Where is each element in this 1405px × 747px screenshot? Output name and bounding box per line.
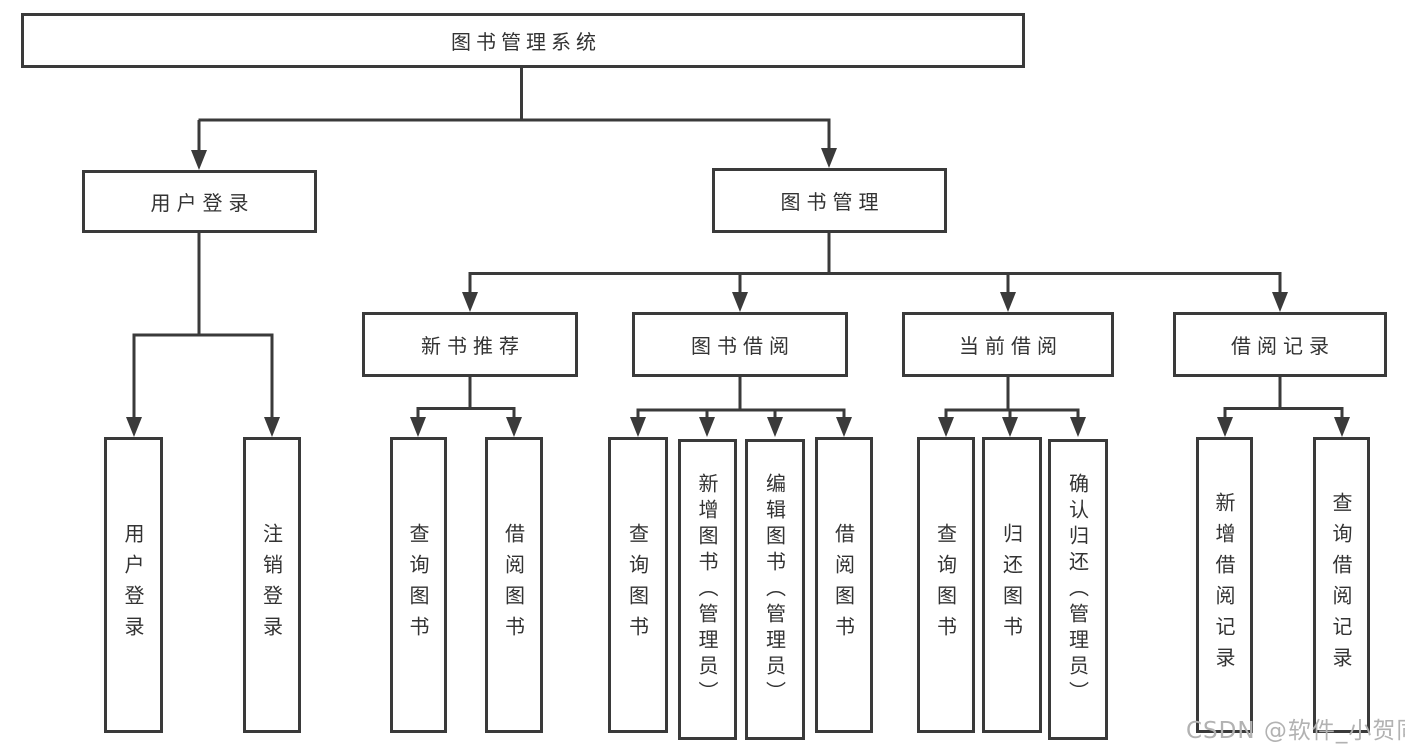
leaf-query-book-borrow: 查询图书 — [608, 437, 668, 733]
connector-current-borrow-subtree — [944, 377, 1080, 419]
connector-book-borrow-subtree — [636, 377, 846, 419]
arrowhead-root-to-level2 — [191, 148, 837, 170]
arrowhead-borrow-record-subtree — [1217, 417, 1350, 437]
leaf-query-book-borrow-label: 查询图书 — [625, 523, 650, 647]
leaf-borrow-book-rec: 借阅图书 — [485, 437, 543, 733]
node-book-borrow: 图书借阅 — [632, 312, 848, 377]
node-book-borrow-label: 图书借阅 — [691, 334, 795, 358]
node-new-book-rec-label: 新书推荐 — [421, 334, 525, 358]
leaf-add-book-admin-label: 新增图书（管理员） — [695, 472, 719, 707]
leaf-confirm-return-admin-label: 确认归还（管理员） — [1065, 472, 1090, 707]
node-current-borrow: 当前借阅 — [902, 312, 1114, 377]
connector-book-mgmt-branch — [468, 233, 1282, 293]
leaf-return-book: 归还图书 — [982, 437, 1042, 733]
leaf-add-borrow-record-label: 新增借阅记录 — [1212, 492, 1236, 678]
leaf-return-book-label: 归还图书 — [999, 523, 1024, 647]
node-borrow-record: 借阅记录 — [1173, 312, 1387, 377]
leaf-query-book-rec-label: 查询图书 — [406, 523, 430, 647]
connector-user-login-subtree — [132, 233, 274, 418]
leaf-edit-book-admin: 编辑图书（管理员） — [745, 439, 805, 740]
node-root: 图书管理系统 — [21, 13, 1025, 68]
leaf-borrow-book-label: 借阅图书 — [831, 523, 856, 647]
node-user-login-branch-label: 用户登录 — [150, 191, 255, 215]
leaf-user-login-label: 用户登录 — [121, 523, 145, 647]
arrowhead-current-borrow-subtree — [938, 417, 1086, 437]
leaf-add-book-admin: 新增图书（管理员） — [678, 439, 737, 740]
node-borrow-record-label: 借阅记录 — [1231, 334, 1335, 358]
node-new-book-rec: 新书推荐 — [362, 312, 578, 377]
leaf-edit-book-admin-label: 编辑图书（管理员） — [762, 472, 787, 707]
leaf-add-borrow-record: 新增借阅记录 — [1196, 437, 1253, 733]
leaf-query-book-current: 查询图书 — [917, 437, 975, 733]
node-book-mgmt-label: 图书管理 — [780, 190, 885, 214]
connector-new-book-subtree — [416, 377, 516, 419]
node-book-mgmt: 图书管理 — [712, 168, 947, 233]
leaf-logout: 注销登录 — [243, 437, 301, 733]
csdn-watermark: CSDN @软件_小贺同学 — [1186, 718, 1405, 744]
leaf-borrow-book-rec-label: 借阅图书 — [501, 523, 526, 647]
leaf-query-borrow-record-label: 查询借阅记录 — [1329, 492, 1353, 678]
leaf-borrow-book: 借阅图书 — [815, 437, 873, 733]
connector-root-to-level2 — [197, 66, 831, 151]
leaf-query-borrow-record: 查询借阅记录 — [1313, 437, 1370, 733]
arrowhead-book-mgmt-branch — [462, 292, 1288, 312]
leaf-logout-label: 注销登录 — [259, 523, 284, 647]
connector-borrow-record-subtree — [1223, 377, 1344, 419]
leaf-query-book-current-label: 查询图书 — [933, 523, 958, 647]
leaf-query-book-rec: 查询图书 — [390, 437, 447, 733]
node-current-borrow-label: 当前借阅 — [959, 334, 1063, 358]
node-root-label: 图书管理系统 — [451, 30, 601, 54]
arrowhead-user-login-subtree — [126, 417, 280, 437]
leaf-user-login: 用户登录 — [104, 437, 163, 733]
node-user-login-branch: 用户登录 — [82, 170, 317, 233]
leaf-confirm-return-admin: 确认归还（管理员） — [1048, 439, 1108, 740]
arrowhead-book-borrow-subtree — [630, 417, 852, 437]
arrowhead-new-book-subtree — [410, 417, 522, 437]
